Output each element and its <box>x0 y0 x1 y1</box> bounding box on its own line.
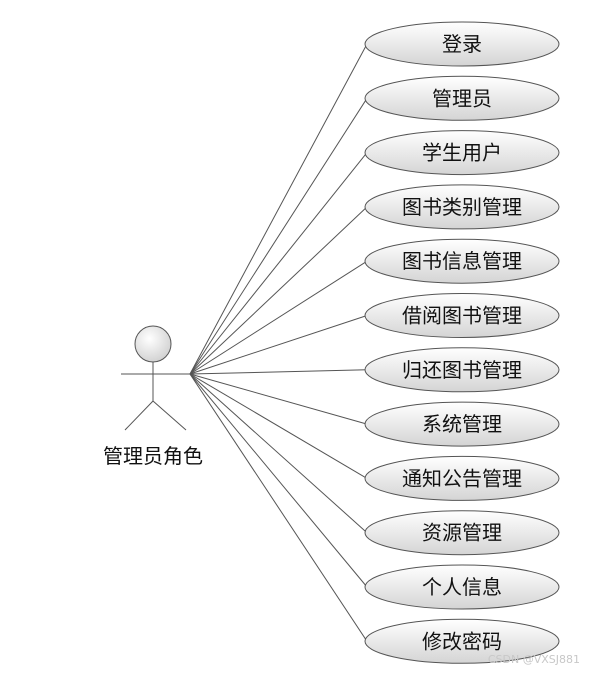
use-case-ellipse <box>364 401 560 447</box>
use-case-label: 登录 <box>442 32 482 56</box>
use-case-ellipse <box>364 238 560 284</box>
use-case: 系统管理 <box>364 401 560 447</box>
use-case-label: 学生用户 <box>422 141 502 165</box>
use-case: 图书类别管理 <box>364 184 560 230</box>
use-case-ellipse <box>364 293 560 338</box>
use-case-ellipse <box>364 347 560 393</box>
use-case-label: 资源管理 <box>422 521 502 545</box>
association-line <box>189 373 368 588</box>
use-case-ellipse <box>364 21 560 67</box>
use-case-ellipse <box>364 455 560 501</box>
association-lines <box>189 43 368 642</box>
actor-head <box>134 325 172 363</box>
use-case: 通知公告管理 <box>364 455 560 501</box>
association-line <box>189 373 368 642</box>
use-case-ellipse <box>364 564 560 610</box>
association-line <box>189 373 368 425</box>
association-line <box>189 206 368 375</box>
use-case: 学生用户 <box>364 130 560 176</box>
watermark: CSDN @VXSJ881 <box>488 653 580 666</box>
use-case: 归还图书管理 <box>364 347 560 393</box>
use-case-label: 图书信息管理 <box>402 249 522 273</box>
use-case: 图书信息管理 <box>364 238 560 284</box>
association-line <box>189 98 368 375</box>
association-line <box>189 373 368 479</box>
association-line <box>189 369 368 375</box>
use-case: 借阅图书管理 <box>364 293 560 338</box>
use-case-ellipse <box>364 618 560 664</box>
use-case-ellipse <box>364 184 560 230</box>
use-case-ellipse <box>364 510 560 556</box>
use-case-label: 通知公告管理 <box>402 466 522 490</box>
use-case: 个人信息 <box>364 564 560 610</box>
use-case-label: 归还图书管理 <box>402 358 522 382</box>
actor-label: 管理员角色 <box>103 444 203 468</box>
use-case-label: 图书类别管理 <box>402 195 522 219</box>
association-line <box>189 260 368 375</box>
use-case: 资源管理 <box>364 510 560 556</box>
use-case: 登录 <box>364 21 560 67</box>
association-line <box>189 373 368 534</box>
use-case-label: 借阅图书管理 <box>402 304 522 328</box>
actor-figure: 管理员角色 <box>103 325 203 468</box>
use-case: 管理员 <box>364 75 560 121</box>
actor-right-leg <box>152 400 187 431</box>
use-case-label: 修改密码 <box>422 629 502 653</box>
use-case-label: 系统管理 <box>422 412 502 436</box>
use-case: 修改密码 <box>364 618 560 664</box>
use-case-ellipse <box>364 130 560 176</box>
association-line <box>189 43 368 375</box>
use-case-label: 管理员 <box>432 86 492 110</box>
use-case-label: 个人信息 <box>422 575 502 599</box>
use-case-ellipse <box>364 75 560 121</box>
actor-left-leg <box>124 400 154 431</box>
association-line <box>189 315 368 375</box>
use-case-list: 登录管理员学生用户图书类别管理图书信息管理借阅图书管理归还图书管理系统管理通知公… <box>364 21 560 664</box>
association-line <box>189 152 368 375</box>
